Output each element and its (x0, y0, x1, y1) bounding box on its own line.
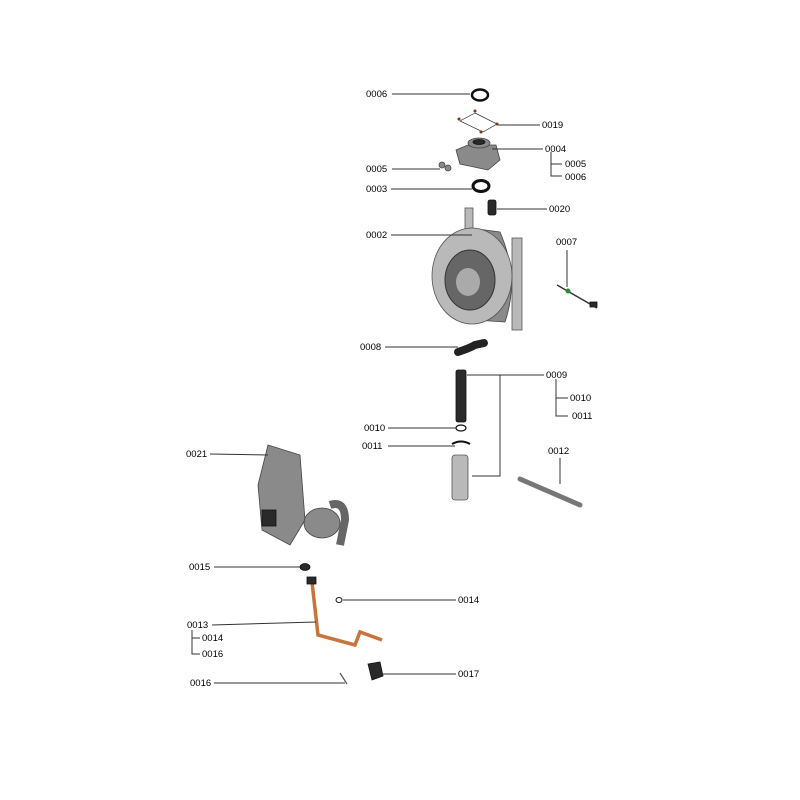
part-0021-fan-assembly (257, 444, 350, 546)
part-0019-screws (457, 109, 499, 134)
part-0004-flue-adapter (455, 137, 501, 171)
part-0015-seal (299, 563, 311, 571)
callout-0014: 0014 (458, 595, 479, 606)
part-0012-rod (517, 476, 583, 508)
part-0010-oring (455, 424, 467, 432)
callout-0008: 0008 (360, 342, 381, 353)
callout-0012: 0012 (548, 446, 569, 457)
part-0003-gasket (471, 179, 491, 193)
callout-0003: 0003 (366, 184, 387, 195)
callout-0020: 0020 (549, 204, 570, 215)
callout-0013-sub-0016: 0016 (202, 649, 223, 660)
callout-0006: 0006 (366, 89, 387, 100)
part-0014-oring (335, 597, 343, 603)
callout-0016: 0016 (190, 678, 211, 689)
part-0002-heat-exchanger (431, 207, 523, 331)
part-0008-elbow (454, 339, 488, 356)
part-0009-pipe (455, 369, 467, 423)
part-0009-siphon-body (451, 454, 469, 501)
callout-0004: 0004 (545, 144, 566, 155)
part-0017-clip (367, 661, 384, 681)
callout-0002: 0002 (366, 230, 387, 241)
callout-0019: 0019 (542, 120, 563, 131)
part-0011-clip (451, 440, 471, 445)
part-0020-sensor (487, 199, 497, 216)
part-0016-pin (339, 672, 348, 685)
part-0013-copper-pipe (306, 576, 383, 648)
callout-0013: 0013 (187, 620, 208, 631)
callout-0010: 0010 (364, 423, 385, 434)
leader-lines (191, 93, 568, 684)
part-0007-electrode-lead (556, 284, 598, 309)
callout-0004-sub-0005: 0005 (565, 159, 586, 170)
callout-0005: 0005 (366, 164, 387, 175)
callout-0011: 0011 (362, 441, 382, 452)
callout-0013-sub-0014: 0014 (202, 633, 223, 644)
part-0005-plugs (438, 161, 452, 172)
callout-0017: 0017 (458, 669, 479, 680)
callout-0015: 0015 (189, 562, 210, 573)
callout-0004-sub-0006: 0006 (565, 172, 586, 183)
callout-0009: 0009 (546, 370, 567, 381)
callout-0009-sub-0011: 0011 (572, 411, 592, 422)
callout-0007: 0007 (556, 237, 577, 248)
part-0006-oring (470, 88, 490, 102)
callout-0009-sub-0010: 0010 (570, 393, 591, 404)
callout-0021: 0021 (186, 449, 207, 460)
